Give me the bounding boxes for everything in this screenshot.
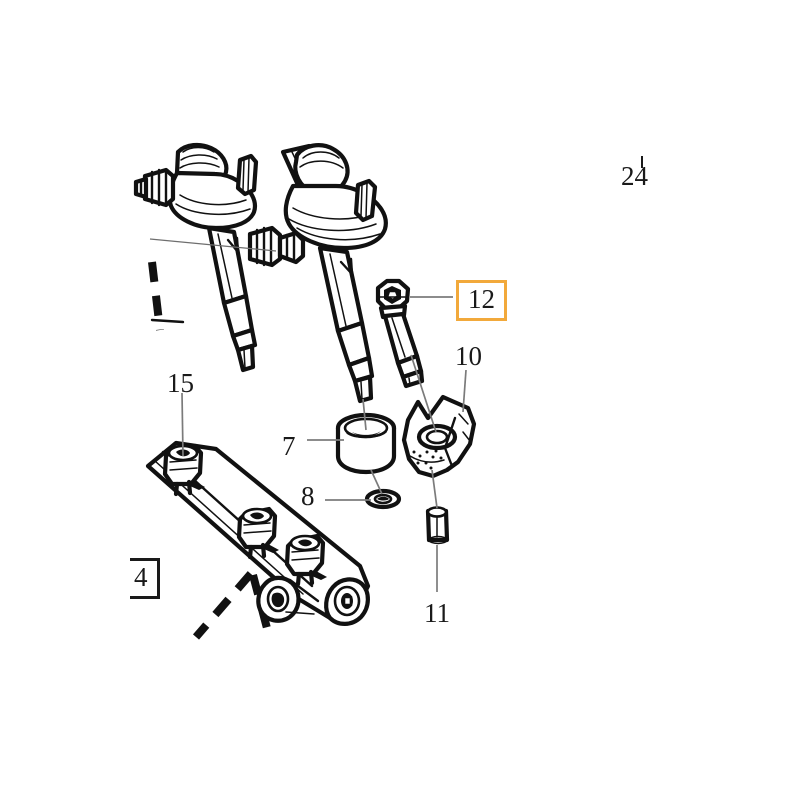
leader-clamp-to-spacer	[431, 469, 438, 509]
part-7-injector-sleeve	[335, 412, 397, 475]
callout-24-tick	[641, 156, 643, 168]
rail-connector-3	[284, 533, 327, 587]
callout-11-label: 11	[424, 598, 450, 628]
callout-24[interactable]: 24	[621, 163, 648, 190]
fuel-rail	[145, 440, 371, 626]
leader-10	[462, 369, 467, 413]
callout-11[interactable]: 11	[424, 600, 450, 627]
callout-14-label: 4	[134, 562, 148, 592]
callout-15[interactable]: 15	[167, 370, 194, 397]
leader-to-injector-fitting	[149, 238, 277, 252]
callout-10[interactable]: 10	[455, 343, 482, 370]
callout-8-label: 8	[301, 481, 315, 511]
callout-7[interactable]: 7	[282, 433, 296, 460]
callout-8[interactable]: 8	[301, 483, 315, 510]
leader-15	[181, 392, 184, 457]
injector-right	[247, 143, 388, 404]
callout-12-label: 12	[468, 284, 495, 314]
callout-15-label: 15	[167, 368, 194, 398]
part-11-spacer-bushing	[425, 506, 450, 545]
rail-connector-2	[236, 506, 279, 560]
leader-bolt-to-clamp	[410, 354, 437, 433]
part-12-clamp-bolt	[375, 278, 425, 389]
rail-connector-1	[162, 443, 205, 497]
callout-12[interactable]: 12	[456, 280, 507, 321]
leader-injector-to-sleeve	[362, 398, 367, 431]
part-10-hold-down-clamp	[401, 394, 477, 479]
part-8-sealing-washer	[364, 488, 402, 510]
callout-10-label: 10	[455, 341, 482, 371]
callout-24-label: 24	[621, 161, 648, 191]
leader-lines	[149, 238, 467, 592]
injector-left	[133, 142, 259, 373]
callout-14[interactable]: 4	[130, 558, 160, 599]
callout-7-label: 7	[282, 431, 296, 461]
leader-sleeve-to-washer	[370, 469, 383, 495]
